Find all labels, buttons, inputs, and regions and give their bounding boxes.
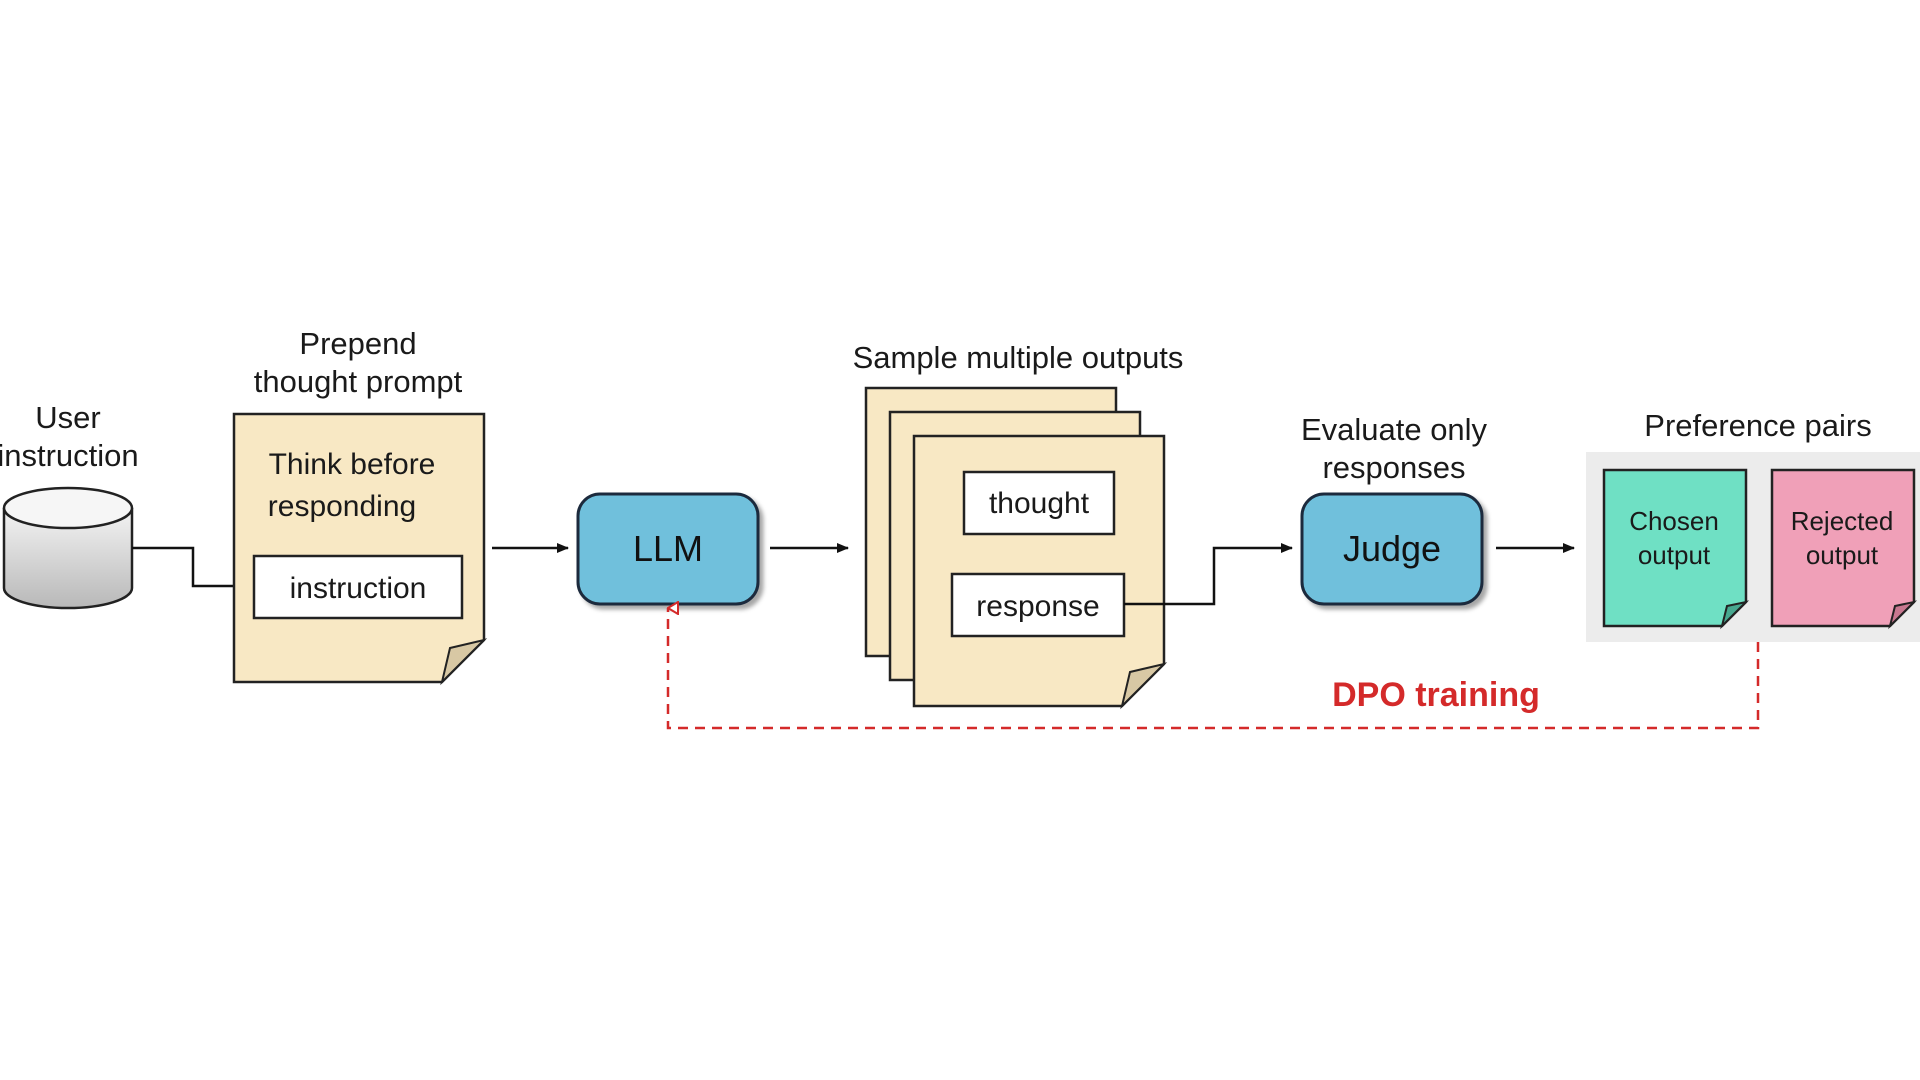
chosen-output-line2: output	[1638, 540, 1711, 570]
llm-node: LLM	[576, 492, 760, 606]
edge-response-to-judge	[1124, 543, 1293, 606]
preference-pairs-group: Preference pairs Chosen output Rejected …	[1586, 408, 1920, 642]
thought-box-label: thought	[989, 487, 1090, 520]
think-before-line1: Think before	[269, 448, 436, 481]
judge-label: Judge	[1343, 528, 1441, 569]
user-instruction-group: User instruction	[0, 400, 139, 610]
judge-node: Evaluate only responses Judge	[1300, 412, 1488, 606]
edge-user-to-prompt	[132, 546, 253, 591]
thought-prompt-group: Prepend thought prompt Think before resp…	[232, 326, 488, 686]
instruction-box-label: instruction	[290, 572, 427, 605]
rejected-output-line2: output	[1806, 540, 1879, 570]
user-instruction-label-line2: instruction	[0, 438, 139, 473]
llm-label: LLM	[633, 528, 703, 569]
sample-outputs-group: Sample multiple outputs thought response	[853, 340, 1184, 710]
database-cylinder-icon	[2, 486, 134, 610]
preference-pairs-label: Preference pairs	[1644, 408, 1871, 443]
page-curl-icon	[1888, 600, 1918, 630]
evaluate-label-line2: responses	[1322, 450, 1465, 485]
rejected-output-line1: Rejected	[1791, 506, 1894, 536]
instruction-box	[252, 554, 464, 620]
evaluate-label-line1: Evaluate only	[1301, 412, 1488, 447]
response-box-label: response	[976, 590, 1099, 623]
response-box	[950, 572, 1126, 638]
page-curl-icon	[1720, 600, 1750, 630]
think-before-line2: responding	[268, 490, 416, 523]
user-instruction-label-line1: User	[35, 400, 100, 435]
page-curl-icon	[440, 638, 488, 686]
chosen-output-line1: Chosen	[1629, 506, 1719, 536]
page-curl-icon	[1120, 662, 1168, 710]
edge-dpo-feedback	[666, 608, 1760, 730]
prepend-label-line1: Prepend	[299, 326, 416, 361]
prepend-label-line2: thought prompt	[254, 364, 463, 399]
dpo-training-label: DPO training	[1332, 676, 1540, 714]
thought-box	[962, 470, 1116, 536]
sample-outputs-label: Sample multiple outputs	[853, 340, 1184, 375]
